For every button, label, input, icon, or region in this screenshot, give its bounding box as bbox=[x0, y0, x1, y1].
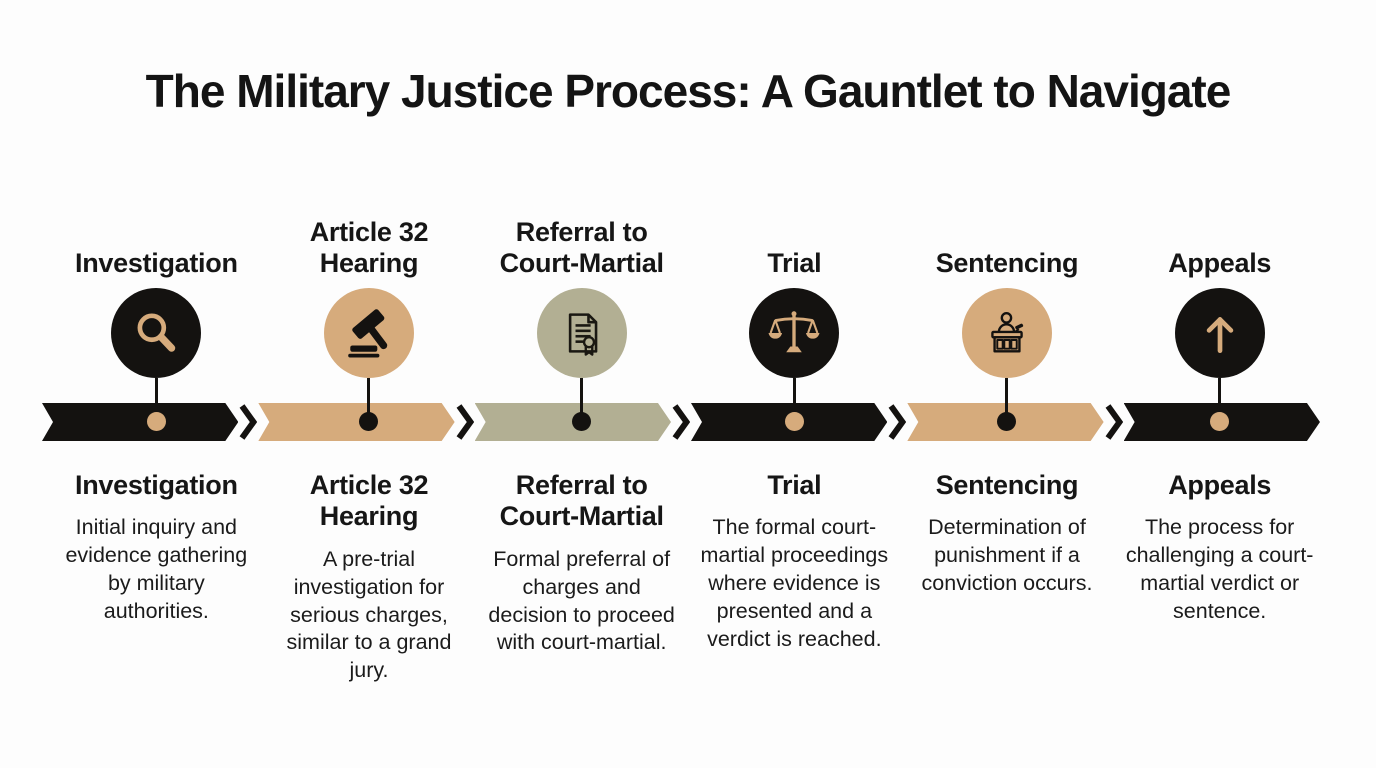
description-column-article-32-hearing: Article 32 Hearing A pre-trial investiga… bbox=[263, 470, 476, 685]
description-heading: Trial bbox=[767, 470, 822, 500]
description-column-sentencing: Sentencing Determination of punishment i… bbox=[901, 470, 1114, 685]
document-seal-icon bbox=[555, 306, 609, 360]
connector-line bbox=[580, 378, 584, 424]
stage-icon-circle bbox=[536, 288, 627, 378]
stage-column-trial: Trial bbox=[688, 198, 901, 424]
band-segment-investigation bbox=[42, 403, 238, 441]
stage-column-referral-to-court-martial: Referral to Court-Martial bbox=[475, 198, 688, 424]
description-text: Initial inquiry and evidence gathering b… bbox=[65, 515, 248, 624]
connector-line bbox=[1005, 378, 1009, 424]
scales-of-justice-icon bbox=[768, 307, 820, 359]
description-text: Formal preferral of charges and decision… bbox=[488, 546, 675, 655]
milestone-dot bbox=[1210, 412, 1230, 431]
description-column-trial: Trial The formal court-martial proceedin… bbox=[688, 470, 901, 685]
stage-label: Investigation bbox=[75, 248, 238, 279]
stage-label: Appeals bbox=[1168, 248, 1272, 279]
magnifying-glass-icon bbox=[130, 307, 182, 359]
chevron-right-icon bbox=[887, 403, 907, 441]
chevron-right-icon bbox=[455, 403, 475, 441]
arrow-up-icon bbox=[1194, 307, 1246, 359]
connector-line bbox=[1218, 378, 1222, 424]
stage-column-appeals: Appeals bbox=[1113, 198, 1326, 424]
description-heading: Referral to Court-Martial bbox=[499, 470, 664, 532]
stage-icon-circle bbox=[961, 288, 1052, 378]
gavel-icon bbox=[343, 307, 395, 359]
chevron-right-icon bbox=[238, 403, 258, 441]
chevron-right-icon bbox=[1104, 403, 1124, 441]
stage-icon-circle bbox=[111, 288, 202, 378]
stage-label: Referral to Court-Martial bbox=[499, 217, 664, 279]
description-heading: Sentencing bbox=[935, 470, 1079, 500]
milestone-dot bbox=[572, 412, 592, 431]
connector-line bbox=[367, 378, 371, 424]
description-text: Determination of punishment if a convict… bbox=[921, 515, 1093, 596]
stage-column-article-32-hearing: Article 32 Hearing bbox=[263, 198, 476, 424]
description-heading: Investigation bbox=[75, 470, 238, 500]
description-column-investigation: Investigation Initial inquiry and eviden… bbox=[50, 470, 263, 685]
page-title: The Military Justice Process: A Gauntlet… bbox=[145, 65, 1232, 117]
description-column-referral: Referral to Court-Martial Formal preferr… bbox=[475, 470, 688, 685]
description-text: The formal court-martial proceedings whe… bbox=[700, 515, 889, 652]
stage-label: Trial bbox=[767, 248, 822, 279]
connector-line bbox=[154, 378, 158, 424]
milestone-dot bbox=[784, 412, 804, 431]
description-text: The process for challenging a court-mart… bbox=[1125, 515, 1314, 624]
stage-column-investigation: Investigation bbox=[50, 198, 263, 424]
description-text: A pre-trial investigation for serious ch… bbox=[286, 546, 452, 683]
stage-icon-circle bbox=[1174, 288, 1265, 378]
description-heading: Appeals bbox=[1168, 470, 1272, 500]
stage-label: Sentencing bbox=[935, 248, 1079, 279]
description-heading: Article 32 Hearing bbox=[309, 470, 429, 532]
stage-description-row: Investigation Initial inquiry and eviden… bbox=[50, 470, 1326, 685]
chevron-right-icon bbox=[671, 403, 691, 441]
stage-icon-circle bbox=[749, 288, 840, 378]
milestone-dot bbox=[359, 412, 379, 431]
judge-bench-icon bbox=[980, 306, 1034, 360]
milestone-dot bbox=[146, 412, 166, 431]
stage-top-row: Investigation Article 32 Hearing bbox=[50, 198, 1326, 424]
band-segment-article-32-hearing bbox=[258, 403, 454, 441]
stage-icon-circle bbox=[323, 288, 414, 378]
milestone-dot bbox=[997, 412, 1017, 431]
connector-line bbox=[792, 378, 796, 424]
milestone-dots-row bbox=[50, 412, 1326, 431]
description-column-appeals: Appeals The process for challenging a co… bbox=[1113, 470, 1326, 685]
process-arrow-band bbox=[42, 403, 1320, 441]
stage-label: Article 32 Hearing bbox=[309, 217, 429, 279]
stage-column-sentencing: Sentencing bbox=[901, 198, 1114, 424]
